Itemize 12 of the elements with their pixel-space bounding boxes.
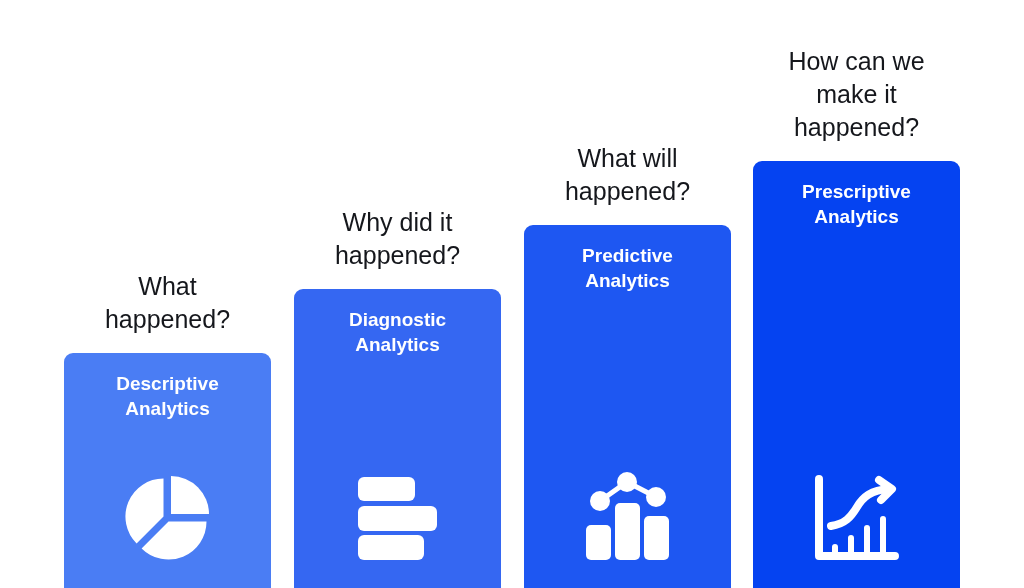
analytics-column [524,225,731,588]
question-caption: How can we make it happened? [787,46,926,143]
analytics-column [64,353,271,588]
analytics-column [294,289,501,588]
question-caption: Why did it happened? [333,207,462,271]
analytics-column [753,161,960,588]
column-title: Diagnostic Analytics [347,308,448,357]
column-title: Predictive Analytics [581,244,674,293]
question-caption: What will happened? [563,143,692,207]
column-title: Prescriptive Analytics [801,180,912,229]
question-caption: What happened? [103,271,232,335]
column-title: Descriptive Analytics [115,372,220,421]
